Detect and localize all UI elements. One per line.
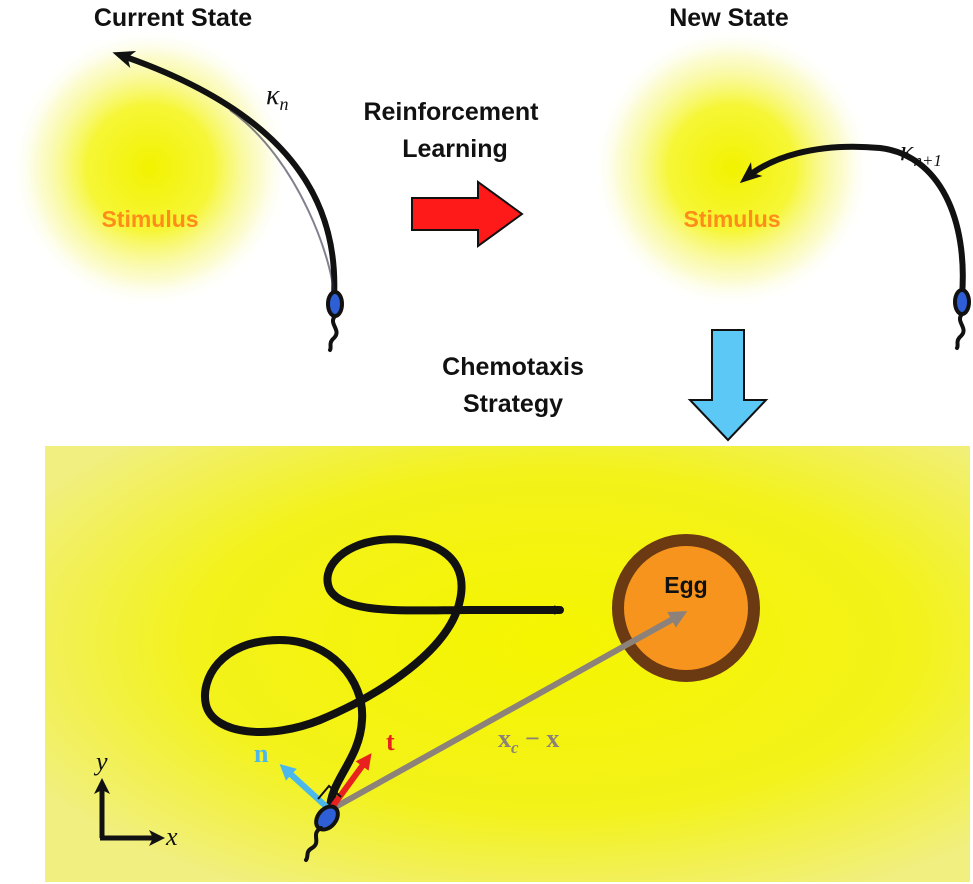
transition-arrow (411, 180, 524, 248)
normal-label: n (254, 739, 269, 768)
normal-vector (279, 763, 333, 813)
new-stimulus-label: Stimulus (683, 206, 780, 232)
current-stimulus-glow (10, 28, 290, 308)
strategy-arrow (687, 329, 769, 442)
current-sperm-head (326, 290, 344, 318)
current-sperm-tail (328, 314, 339, 352)
new-sperm-tail (955, 312, 966, 350)
current-path-highlight (229, 109, 335, 299)
x-axis-label: x (165, 822, 178, 851)
current-curvature-label: κn (266, 80, 288, 114)
new-state-title: New State (669, 4, 789, 32)
egg (612, 534, 760, 682)
strategy-label-line2: Strategy (463, 390, 563, 418)
target-vector (328, 611, 688, 813)
y-axis-label: y (93, 747, 108, 776)
transition-label-line2: Learning (402, 135, 508, 163)
transition-label-line1: Reinforcement (363, 98, 539, 126)
strategy-label-line1: Chemotaxis (442, 353, 584, 381)
chemical-field-panel (45, 446, 970, 882)
swimming-trajectory (201, 535, 564, 814)
egg-label: Egg (664, 572, 707, 598)
new-curvature-label: κn+1 (900, 136, 942, 170)
new-stimulus-glow (592, 28, 872, 308)
right-angle-marker (317, 784, 342, 800)
new-path-arrow (739, 143, 966, 299)
tangent-label: t (386, 727, 395, 756)
swimming-sperm-tail (304, 826, 323, 862)
new-sperm-head (953, 288, 971, 316)
current-stimulus-label: Stimulus (101, 206, 198, 232)
target-vector-label: xc − x (498, 724, 559, 757)
current-state-title: Current State (94, 4, 252, 32)
current-path-arrow (112, 51, 338, 301)
tangent-vector (327, 753, 372, 812)
